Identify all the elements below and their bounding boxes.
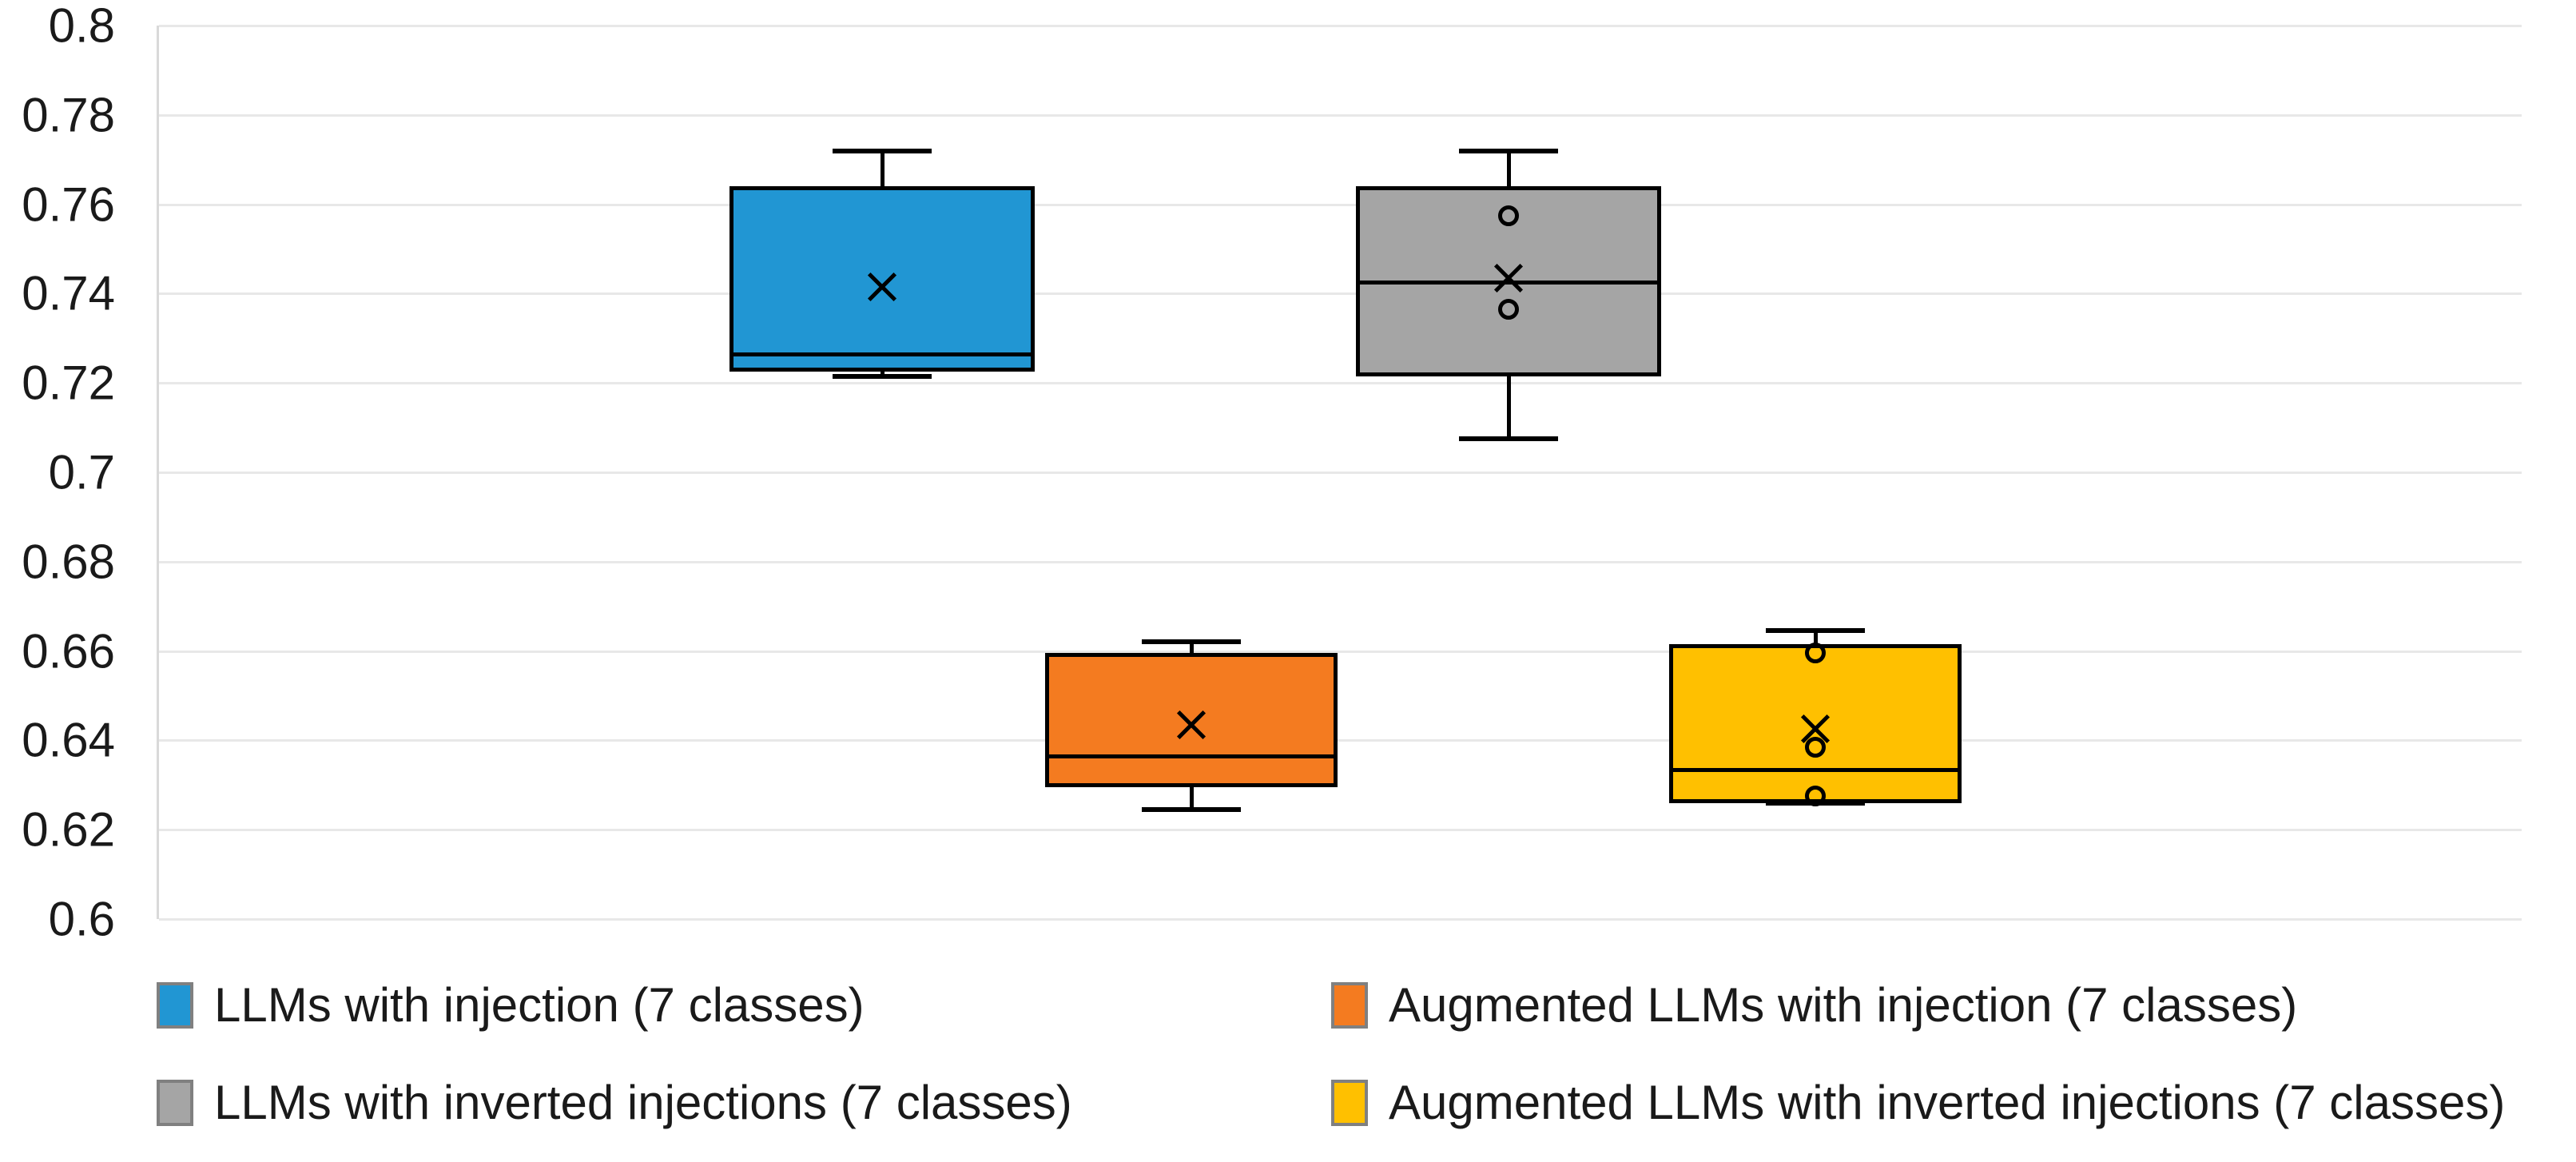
box-plot-3 bbox=[159, 26, 2522, 919]
legend-item[interactable]: Augmented LLMs with inverted injections … bbox=[1331, 1079, 2505, 1127]
median-line bbox=[1669, 767, 1962, 772]
gridline bbox=[159, 25, 2522, 27]
legend-color-swatch-icon bbox=[1331, 982, 1368, 1029]
lower-whisker-cap bbox=[1459, 436, 1558, 442]
y-axis-tick-label: 0.64 bbox=[22, 713, 115, 767]
gridline bbox=[159, 650, 2522, 653]
legend-color-swatch-icon bbox=[157, 1080, 193, 1126]
box-plot-4 bbox=[159, 26, 2522, 919]
lower-whisker-stem bbox=[1189, 787, 1194, 810]
legend-item-label: Augmented LLMs with injection (7 classes… bbox=[1389, 978, 2298, 1032]
box-plot-2 bbox=[159, 26, 2522, 919]
y-axis-tick-label: 0.74 bbox=[22, 266, 115, 320]
legend-item[interactable]: LLMs with inverted injections (7 classes… bbox=[157, 1079, 1072, 1127]
median-line bbox=[1045, 754, 1338, 758]
legend-item[interactable]: LLMs with injection (7 classes) bbox=[157, 981, 865, 1029]
legend-item-label: LLMs with injection (7 classes) bbox=[214, 978, 865, 1032]
upper-whisker-stem bbox=[1813, 631, 1818, 645]
lower-whisker-cap bbox=[833, 373, 932, 379]
y-axis-tick-label: 0.78 bbox=[22, 88, 115, 142]
legend-color-swatch-icon bbox=[1331, 1080, 1368, 1126]
plot-area bbox=[157, 25, 2522, 921]
legend-color-swatch-icon bbox=[157, 982, 193, 1029]
upper-whisker-cap bbox=[1142, 639, 1241, 645]
upper-whisker-stem bbox=[1189, 642, 1194, 654]
gridline bbox=[159, 472, 2522, 474]
data-point-marker bbox=[1498, 205, 1519, 226]
gridline bbox=[159, 203, 2522, 206]
data-point-marker bbox=[1805, 736, 1826, 758]
lower-whisker-stem bbox=[1506, 376, 1511, 440]
legend-item-label: LLMs with inverted injections (7 classes… bbox=[214, 1076, 1072, 1129]
upper-whisker-stem bbox=[1506, 150, 1511, 187]
gridline bbox=[159, 918, 2522, 921]
box-plot-1 bbox=[159, 26, 2522, 919]
box-series-group bbox=[159, 26, 2522, 919]
gridline bbox=[159, 739, 2522, 742]
y-axis-tick-label: 0.68 bbox=[22, 535, 115, 589]
data-point-marker bbox=[1498, 298, 1519, 320]
y-axis-tick-label: 0.76 bbox=[22, 177, 115, 232]
y-axis-tick-label: 0.6 bbox=[48, 892, 115, 946]
y-axis-tick-label: 0.66 bbox=[22, 624, 115, 678]
data-point-marker bbox=[1805, 643, 1826, 664]
upper-whisker-stem bbox=[880, 150, 885, 187]
upper-whisker-cap bbox=[1459, 148, 1558, 153]
gridline bbox=[159, 292, 2522, 296]
upper-whisker-cap bbox=[833, 148, 932, 153]
legend-item-label: Augmented LLMs with inverted injections … bbox=[1389, 1076, 2506, 1129]
y-axis-tick-label: 0.62 bbox=[22, 802, 115, 857]
y-axis-tick-labels: 0.8 0.78 0.76 0.74 0.72 0.7 0.68 0.66 0.64 0.62 0.… bbox=[0, 0, 136, 1162]
gridline bbox=[159, 113, 2522, 117]
data-point-marker bbox=[1805, 786, 1826, 807]
y-axis-tick-label: 0.7 bbox=[48, 445, 115, 499]
y-axis-tick-label: 0.8 bbox=[48, 0, 115, 53]
gridline bbox=[159, 382, 2522, 385]
median-line bbox=[729, 352, 1035, 356]
chart-legend: LLMs with injection (7 classes) Augmented… bbox=[157, 965, 2522, 1162]
lower-whisker-cap bbox=[1142, 807, 1241, 813]
legend-item[interactable]: Augmented LLMs with injection (7 classes… bbox=[1331, 981, 2297, 1029]
gridline bbox=[159, 560, 2522, 563]
gridline bbox=[159, 829, 2522, 832]
y-axis-tick-label: 0.72 bbox=[22, 356, 115, 410]
upper-whisker-cap bbox=[1766, 628, 1865, 634]
